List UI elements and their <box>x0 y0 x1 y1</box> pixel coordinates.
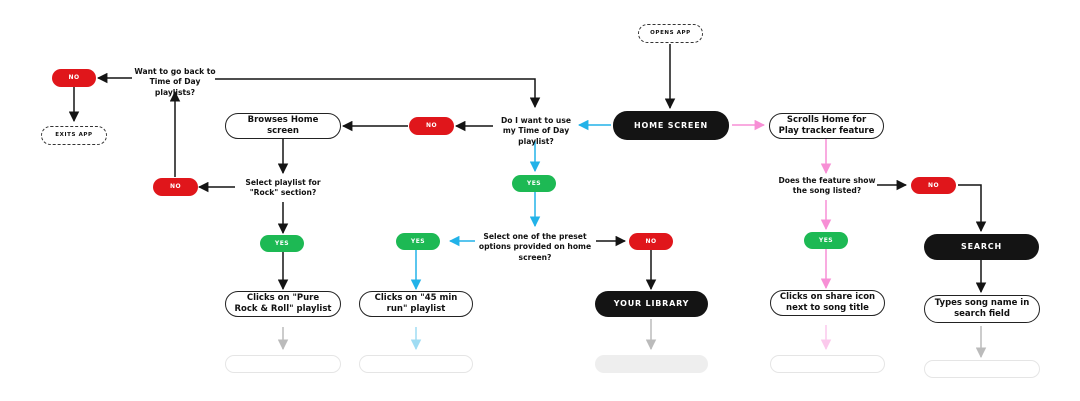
faded-node <box>770 355 885 373</box>
browses-home-node: Browses Home screen <box>225 113 341 139</box>
yes-badge-feature: YES <box>804 232 848 249</box>
yes-badge-rock: YES <box>260 235 304 252</box>
min-run-label: Clicks on "45 min run" playlist <box>374 293 458 314</box>
types-song-node: Types song name in search field <box>924 295 1040 323</box>
share-icon-label: Clicks on share icon next to song title <box>779 292 876 313</box>
no-badge-preset: NO <box>629 233 673 250</box>
pure-rock-node: Clicks on "Pure Rock & Roll" playlist <box>225 291 341 317</box>
no-badge-feature: NO <box>911 177 956 194</box>
question-feature-show: Does the feature show the song listed? <box>777 176 877 197</box>
yes-badge-preset: YES <box>396 233 440 250</box>
no-badge-rock: NO <box>153 178 198 196</box>
question-preset-options: Select one of the preset options provide… <box>474 232 596 263</box>
scrolls-home-node: Scrolls Home for Play tracker feature <box>769 113 884 139</box>
question-time-of-day-text: Do I want to use my Time of Day playlist… <box>500 116 572 146</box>
your-library-label: YOUR LIBRARY <box>613 299 690 308</box>
arrow-goback-to-timeofday <box>215 78 541 109</box>
yes-badge-timeofday: YES <box>512 175 556 192</box>
no-label: NO <box>169 183 182 191</box>
min-run-node: Clicks on "45 min run" playlist <box>359 291 473 317</box>
question-time-of-day: Do I want to use my Time of Day playlist… <box>494 116 578 147</box>
question-go-back: Want to go back to Time of Day playlists… <box>133 67 217 98</box>
question-rock-section-text: Select playlist for "Rock" section? <box>245 178 321 198</box>
yes-label: YES <box>526 179 542 187</box>
yes-label: YES <box>274 239 290 247</box>
search-label: SEARCH <box>961 242 1002 251</box>
search-node: SEARCH <box>924 234 1039 260</box>
home-screen-node: HOME SCREEN <box>613 111 729 140</box>
no-badge-exit: NO <box>52 69 96 87</box>
scrolls-home-label: Scrolls Home for Play tracker feature <box>778 115 875 136</box>
opens-app-node: OPENS APP <box>638 24 703 43</box>
exits-app-node: EXITS APP <box>41 126 107 145</box>
pure-rock-label: Clicks on "Pure Rock & Roll" playlist <box>234 293 332 314</box>
no-label: NO <box>68 74 80 82</box>
arrow-no-to-search <box>958 184 987 233</box>
no-label: NO <box>425 122 438 130</box>
opens-app-label: OPENS APP <box>650 30 691 37</box>
yes-label: YES <box>818 236 834 244</box>
faded-node <box>924 360 1040 378</box>
faded-node <box>595 355 708 373</box>
share-icon-node: Clicks on share icon next to song title <box>770 290 885 316</box>
home-screen-label: HOME SCREEN <box>634 120 708 130</box>
question-rock-section: Select playlist for "Rock" section? <box>236 178 330 199</box>
exits-app-label: EXITS APP <box>55 132 93 139</box>
question-go-back-text: Want to go back to Time of Day playlists… <box>134 67 216 97</box>
yes-label: YES <box>410 237 426 245</box>
no-badge-timeofday: NO <box>409 117 454 135</box>
question-feature-show-text: Does the feature show the song listed? <box>778 176 876 196</box>
no-label: NO <box>645 237 657 245</box>
no-label: NO <box>927 181 940 189</box>
faded-node <box>359 355 473 373</box>
faded-node <box>225 355 341 373</box>
types-song-label: Types song name in search field <box>934 298 1030 319</box>
browses-home-label: Browses Home screen <box>247 115 319 136</box>
question-preset-options-text: Select one of the preset options provide… <box>478 232 592 262</box>
your-library-node: YOUR LIBRARY <box>595 291 708 317</box>
